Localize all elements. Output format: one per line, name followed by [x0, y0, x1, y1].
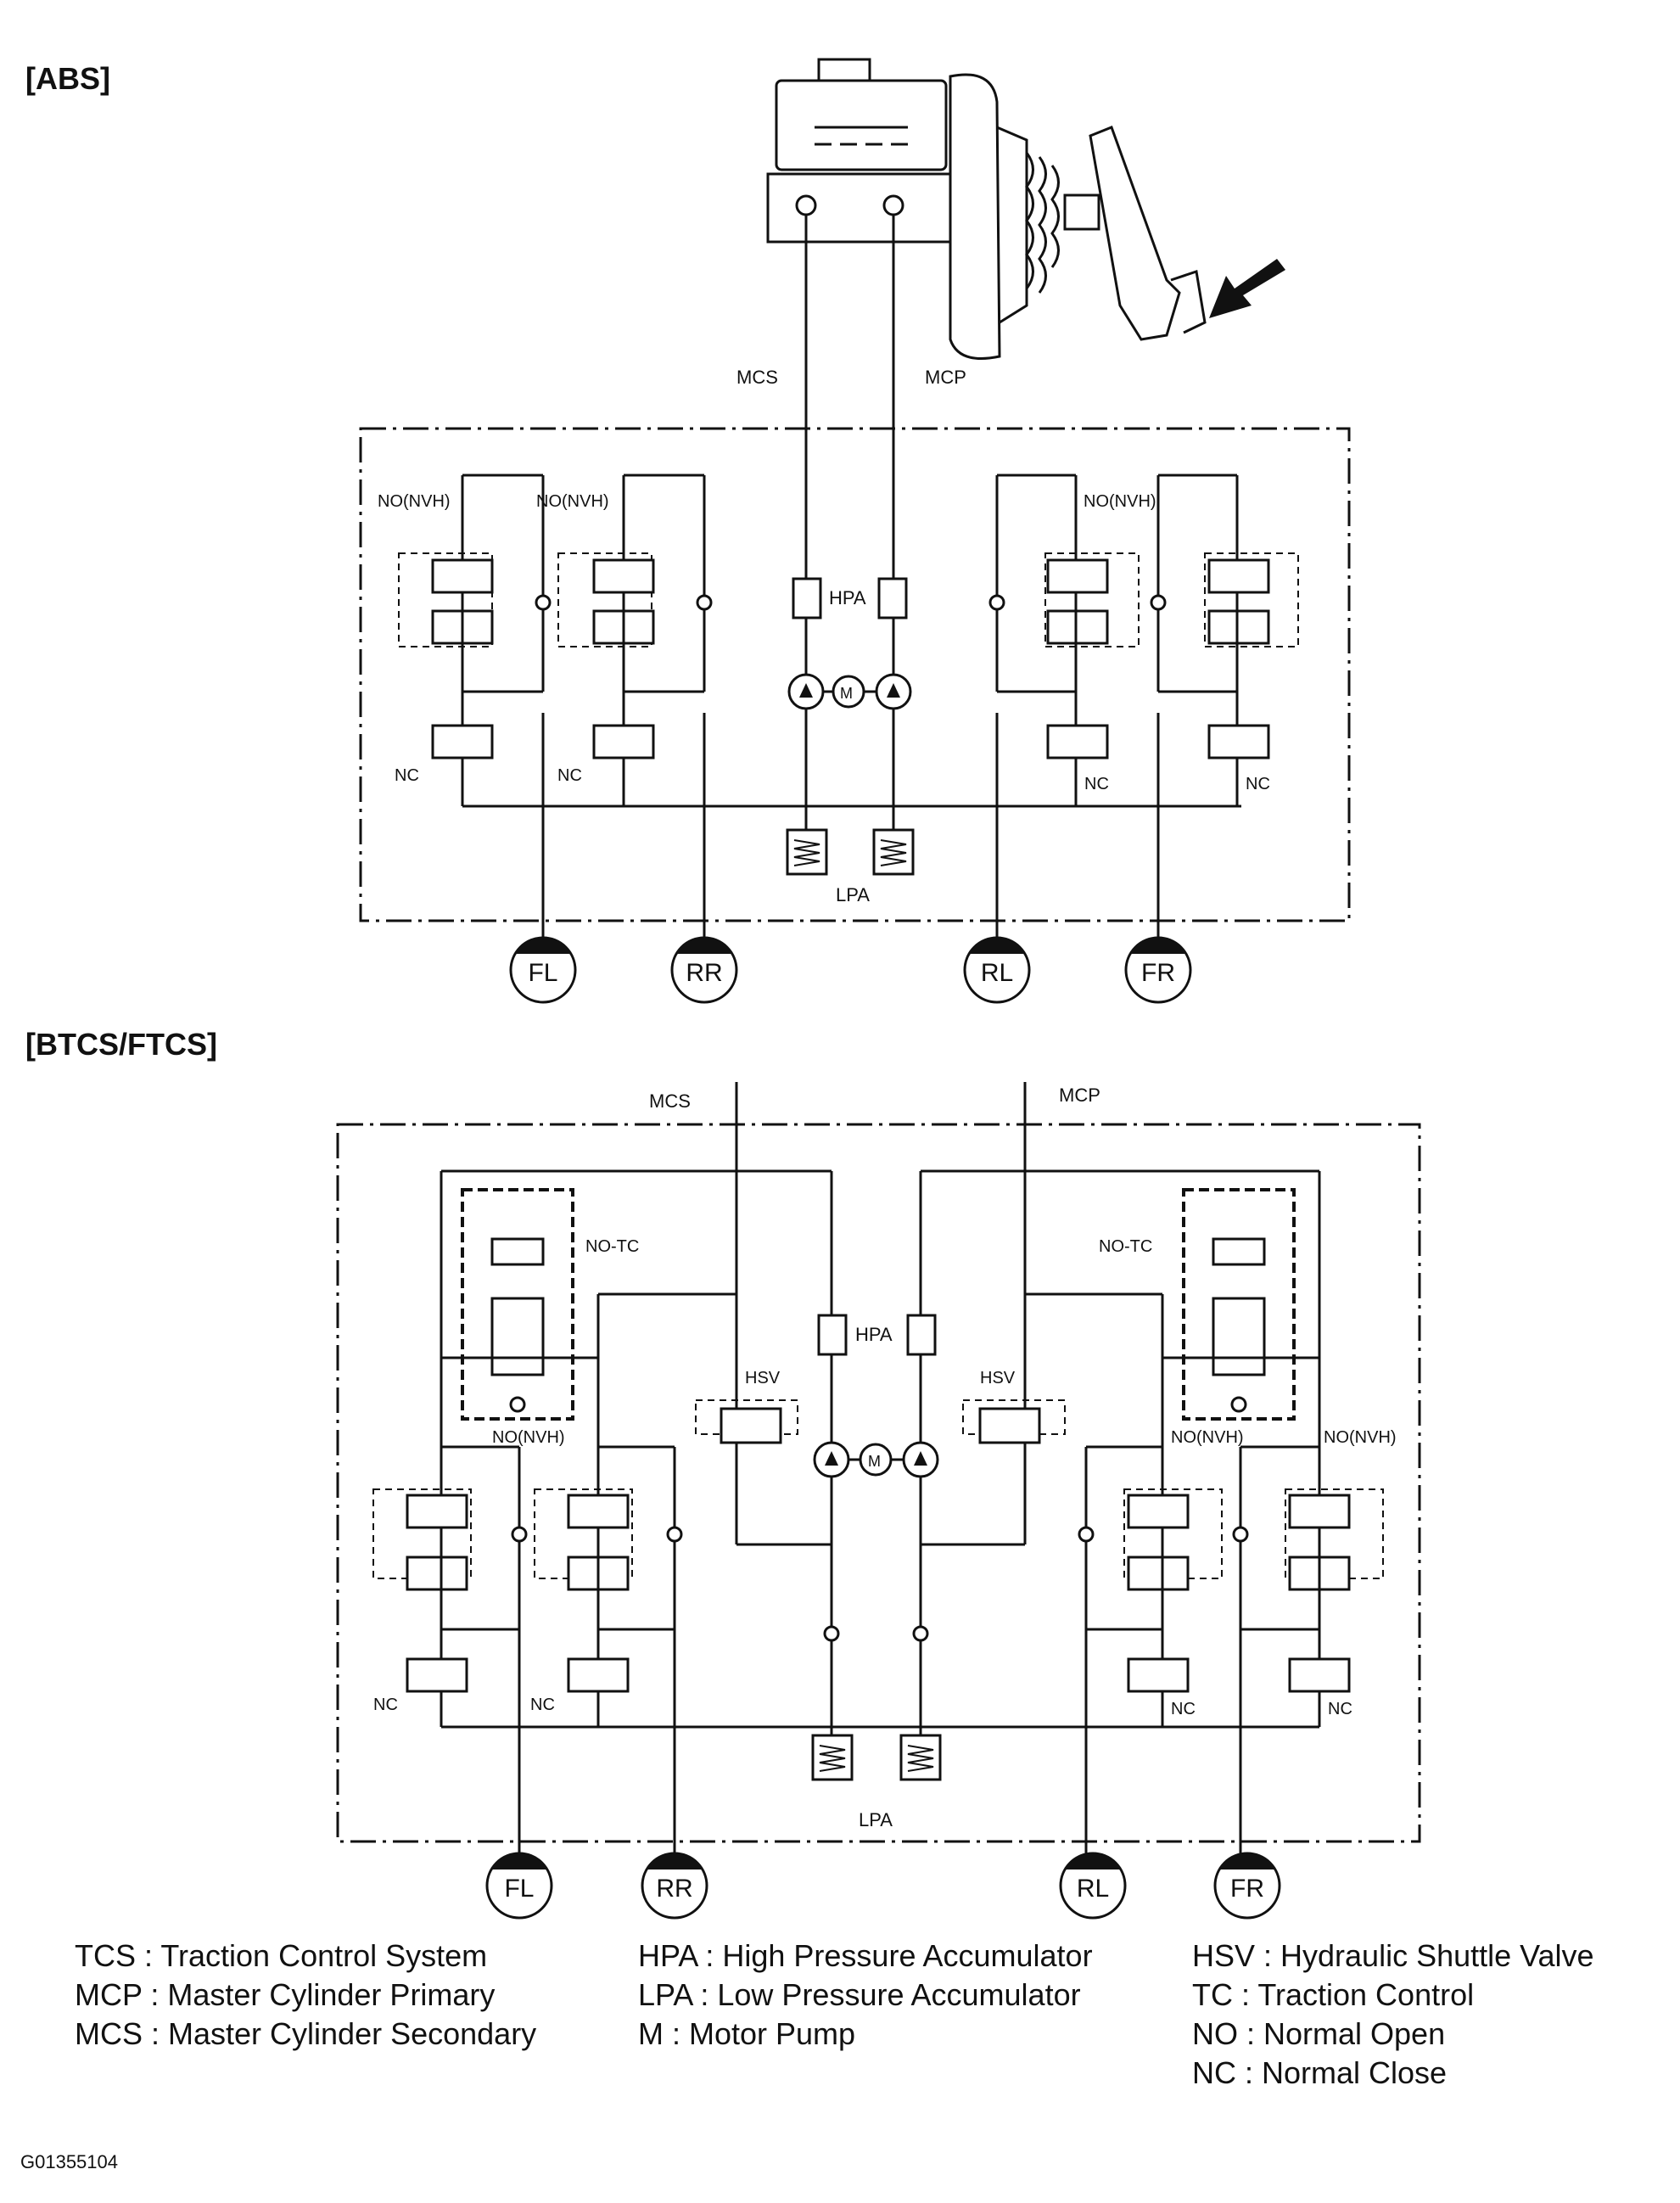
- tcs-wheel-fl: FL: [485, 1852, 553, 1920]
- tcs-wheel-fr: FR: [1213, 1852, 1281, 1920]
- abs-wheel-fr-label: FR: [1141, 959, 1175, 987]
- abs-no-nvh-label-2: NO(NVH): [536, 492, 609, 511]
- legend-column-3: HSV : Hydraulic Shuttle Valve TC : Tract…: [1192, 1937, 1594, 2093]
- tcs-channel-fl: [372, 1445, 528, 1854]
- abs-lpa-label: LPA: [836, 884, 870, 905]
- abs-channel-fl: [398, 474, 552, 917]
- tcs-no-tc-valve-right: [1162, 1171, 1321, 1447]
- abs-wheel-fl-label: FL: [528, 959, 557, 987]
- tcs-section-title: [BTCS/FTCS]: [25, 1027, 217, 1062]
- legend-item: MCP : Master Cylinder Primary: [75, 1977, 496, 2012]
- tcs-nc-label-2: NC: [530, 1696, 555, 1714]
- tcs-hsv-label-right: HSV: [980, 1369, 1016, 1387]
- legend-column-2: HPA : High Pressure Accumulator LPA : Lo…: [638, 1937, 1093, 2054]
- abs-nc-label-1: NC: [395, 766, 419, 785]
- tcs-no-nvh-label-2: NO(NVH): [1171, 1428, 1244, 1447]
- legend-item: LPA : Low Pressure Accumulator: [638, 1977, 1081, 2012]
- abs-wheel-fr: FR: [1124, 917, 1192, 1004]
- legend-item: MCS : Master Cylinder Secondary: [75, 2016, 537, 2051]
- abs-wheel-rl: RL: [963, 917, 1031, 1004]
- tcs-lpa-label: LPA: [859, 1809, 893, 1830]
- legend-item: NO : Normal Open: [1192, 2016, 1446, 2051]
- tcs-wheel-rl-label: RL: [1077, 1875, 1109, 1903]
- abs-module-boundary: [359, 427, 1351, 922]
- abs-pump-unit: [786, 479, 915, 876]
- abs-motor-label: M: [840, 685, 853, 702]
- tcs-channel-rl: [1078, 1294, 1223, 1854]
- tcs-wheel-fl-label: FL: [504, 1875, 534, 1903]
- tcs-wheel-fr-label: FR: [1230, 1875, 1264, 1903]
- abs-channel-rr: [557, 474, 713, 917]
- abs-mcs-label: MCS: [736, 367, 778, 388]
- abs-wheel-rr-label: RR: [686, 959, 722, 987]
- legend-column-1: TCS : Traction Control System MCP : Mast…: [75, 1937, 536, 2054]
- tcs-nc-label-1: NC: [373, 1696, 398, 1714]
- tcs-mcs-label: MCS: [649, 1090, 691, 1112]
- tcs-nc-label-4: NC: [1328, 1700, 1352, 1718]
- abs-nc-label-3: NC: [1084, 775, 1109, 793]
- tcs-hpa-label: HPA: [855, 1324, 893, 1345]
- tcs-wheel-rr: RR: [641, 1852, 708, 1920]
- tcs-motor-label: M: [868, 1453, 881, 1470]
- legend-item: TC : Traction Control: [1192, 1977, 1475, 2012]
- abs-section-title: [ABS]: [25, 61, 110, 96]
- tcs-wheel-rr-label: RR: [656, 1875, 692, 1903]
- legend-item: HSV : Hydraulic Shuttle Valve: [1192, 1938, 1594, 1973]
- abs-no-nvh-label-1: NO(NVH): [378, 492, 451, 511]
- tcs-wheel-rl: RL: [1059, 1852, 1127, 1920]
- tcs-channel-fr: [1232, 1445, 1384, 1854]
- tcs-pump-unit: [736, 1171, 1025, 1781]
- tcs-channel-rr: [534, 1294, 683, 1854]
- tcs-no-nvh-label-1: NO(NVH): [492, 1428, 565, 1447]
- abs-nc-label-4: NC: [1246, 775, 1270, 793]
- pedal-force-arrow-icon: [1209, 259, 1285, 318]
- legend-item: HPA : High Pressure Accumulator: [638, 1938, 1093, 1973]
- tcs-hsv-left: [695, 1399, 798, 1444]
- tcs-hsv-label-left: HSV: [745, 1369, 781, 1387]
- tcs-no-nvh-label-3: NO(NVH): [1324, 1428, 1397, 1447]
- legend-item: M : Motor Pump: [638, 2016, 856, 2051]
- abs-wheel-rr: RR: [670, 917, 738, 1004]
- abs-hpa-label: HPA: [829, 587, 866, 608]
- tcs-mcp-label: MCP: [1059, 1085, 1100, 1106]
- abs-wheel-fl: FL: [509, 917, 577, 1004]
- abs-no-nvh-label-3: NO(NVH): [1084, 492, 1156, 511]
- master-cylinder-assembly: [766, 58, 1285, 360]
- tcs-hsv-right: [962, 1399, 1066, 1444]
- abs-nc-label-2: NC: [557, 766, 582, 785]
- figure-id: G01355104: [20, 2151, 118, 2172]
- abs-wheel-rl-label: RL: [981, 959, 1013, 987]
- abs-channel-rl: [988, 474, 1140, 917]
- legend-item: NC : Normal Close: [1192, 2055, 1448, 2090]
- tcs-module-boundary: [336, 1123, 1421, 1843]
- abs-mcp-label: MCP: [925, 367, 966, 388]
- abs-channel-fr: [1150, 474, 1299, 917]
- tcs-no-tc-valve-left: [440, 1171, 598, 1447]
- legend-item: TCS : Traction Control System: [75, 1938, 488, 1973]
- tcs-no-tc-label-left: NO-TC: [585, 1237, 639, 1256]
- tcs-no-tc-label-right: NO-TC: [1099, 1237, 1152, 1256]
- tcs-nc-label-3: NC: [1171, 1700, 1196, 1718]
